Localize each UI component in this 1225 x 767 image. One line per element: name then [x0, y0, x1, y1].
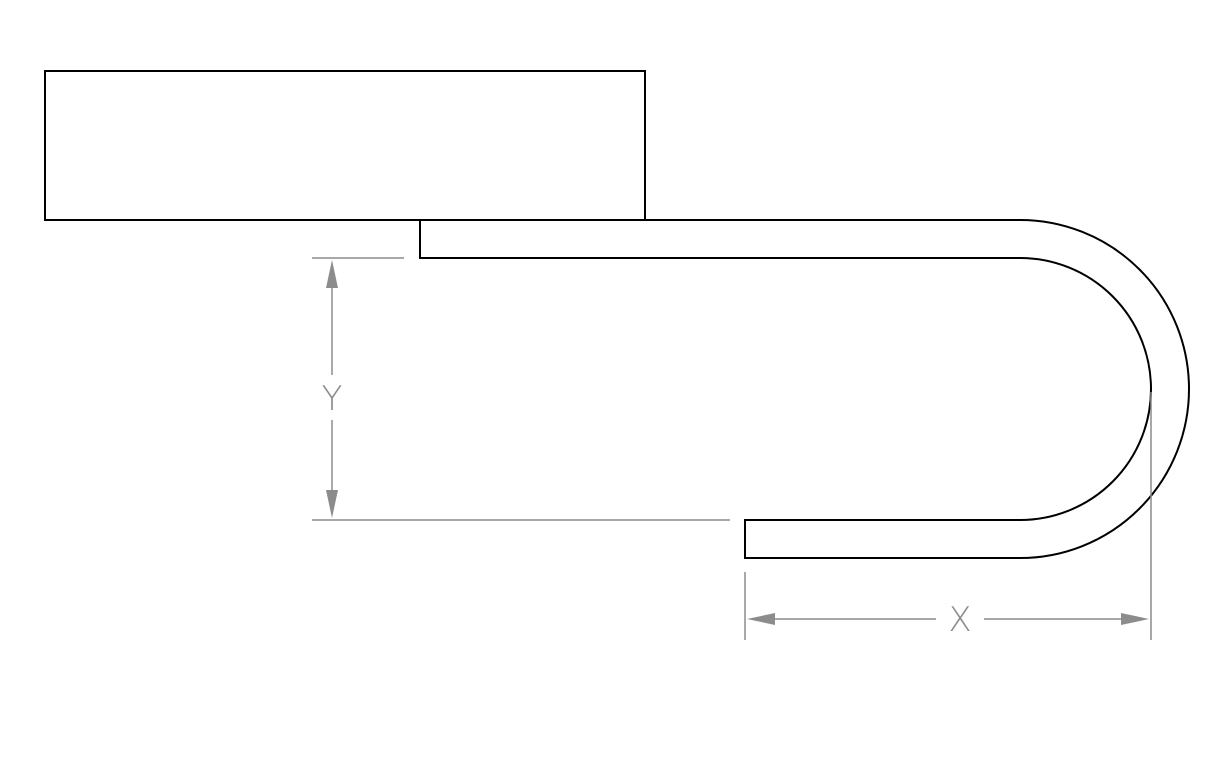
- top-block: [44, 70, 646, 221]
- y-dimension-label: Y: [322, 379, 343, 419]
- y-arrow-bottom: [326, 490, 338, 518]
- x-dimension-label: X: [948, 600, 971, 640]
- y-arrow-top: [326, 260, 338, 288]
- bent-strip: [419, 219, 1190, 559]
- x-arrow-left: [747, 613, 775, 625]
- x-arrow-right: [1121, 613, 1149, 625]
